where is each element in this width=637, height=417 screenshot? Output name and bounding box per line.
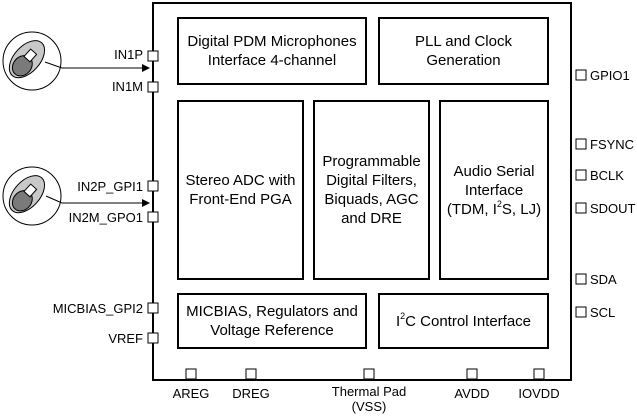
pin-label-in2p-gpi1: IN2P_GPI1 [77,179,143,194]
audio-serial-interface-block: Audio Serial Interface (TDM, I2S, LJ) [439,100,549,280]
asi-formats-a: (TDM, I [446,200,497,218]
asi-formats-b: S, LJ) [501,200,542,218]
pin-square [575,169,587,181]
audio-serial-interface-label: Audio Serial Interface (TDM, I2S, LJ) [445,162,543,219]
pin-square [575,138,587,150]
adc-block: Stereo ADC with Front-End PGA [177,100,304,280]
pin-square [147,302,159,314]
pin-square [575,202,587,214]
pin-label-vref: VREF [108,331,143,346]
pin-square [575,306,587,318]
thermal-pad-line1: Thermal Pad [331,384,407,399]
pin-square [185,368,197,380]
micbias-block: MICBIAS, Regulators and Voltage Referenc… [177,293,367,349]
filters-block: Programmable Digital Filters, Biquads, A… [313,100,430,280]
pin-square [245,368,257,380]
pin-square [147,81,159,93]
mic1-wire-p [44,61,63,69]
pin-label-scl: SCL [590,305,616,320]
pin-square [533,368,545,380]
in1p-arrowhead [142,64,150,72]
i2c-control-block: I2C Control Interface [378,293,549,349]
pin-square [147,332,159,344]
micbias-label: MICBIAS, Regulators and Voltage Referenc… [186,303,358,339]
pin-label-thermal-pad: Thermal Pad (VSS) [314,384,424,414]
i2c-a: I [395,312,401,330]
mic2-wire-p [45,195,63,204]
pdm-interface-block: Digital PDM Microphones Interface 4-chan… [177,17,367,85]
pin-square [147,50,159,62]
microphone-icon [2,31,62,91]
pin-square [363,368,375,380]
pin-label-iovdd: IOVDD [518,386,560,401]
pin-label-bclk: BCLK [590,168,624,183]
pin-label-micbias-gpi2: MICBIAS_GPI2 [52,301,143,316]
adc-label: Stereo ADC with Front-End PGA [185,172,296,208]
pin-square [147,180,159,192]
pin-label-in2m-gpo1: IN2M_GPO1 [68,210,143,225]
pin-label-dreg: DREG [232,386,270,401]
i2c-b: C Control Interface [405,312,532,330]
pin-square [575,69,587,81]
pin-square [147,211,159,223]
pin-label-areg: AREG [172,386,210,401]
pll-block: PLL and Clock Generation [378,17,549,85]
pin-label-gpio1: GPIO1 [590,68,630,83]
pin-label-avdd: AVDD [454,386,490,401]
i2c-sup: 2 [400,310,406,321]
pin-square [466,368,478,380]
pin-label-sdout: SDOUT [590,201,636,216]
pin-label-sda: SDA [590,272,617,287]
thermal-pad-line2: (VSS) [351,399,387,414]
asi-formats-sup: 2 [496,198,502,209]
pin-label-fsync: FSYNC [590,137,635,152]
i2c-control-label: I2C Control Interface [395,310,532,331]
pll-label: PLL and Clock Generation [414,33,512,69]
pin-label-in1p: IN1P [114,47,143,62]
pdm-interface-label: Digital PDM Microphones Interface 4-chan… [187,33,357,69]
filters-label: Programmable Digital Filters, Biquads, A… [322,153,421,227]
microphone-icon [2,166,62,226]
pin-label-in1m: IN1M [111,79,143,94]
in2p-arrowhead [142,199,150,207]
pin-square [575,273,587,285]
asi-title: Audio Serial Interface [453,162,535,199]
